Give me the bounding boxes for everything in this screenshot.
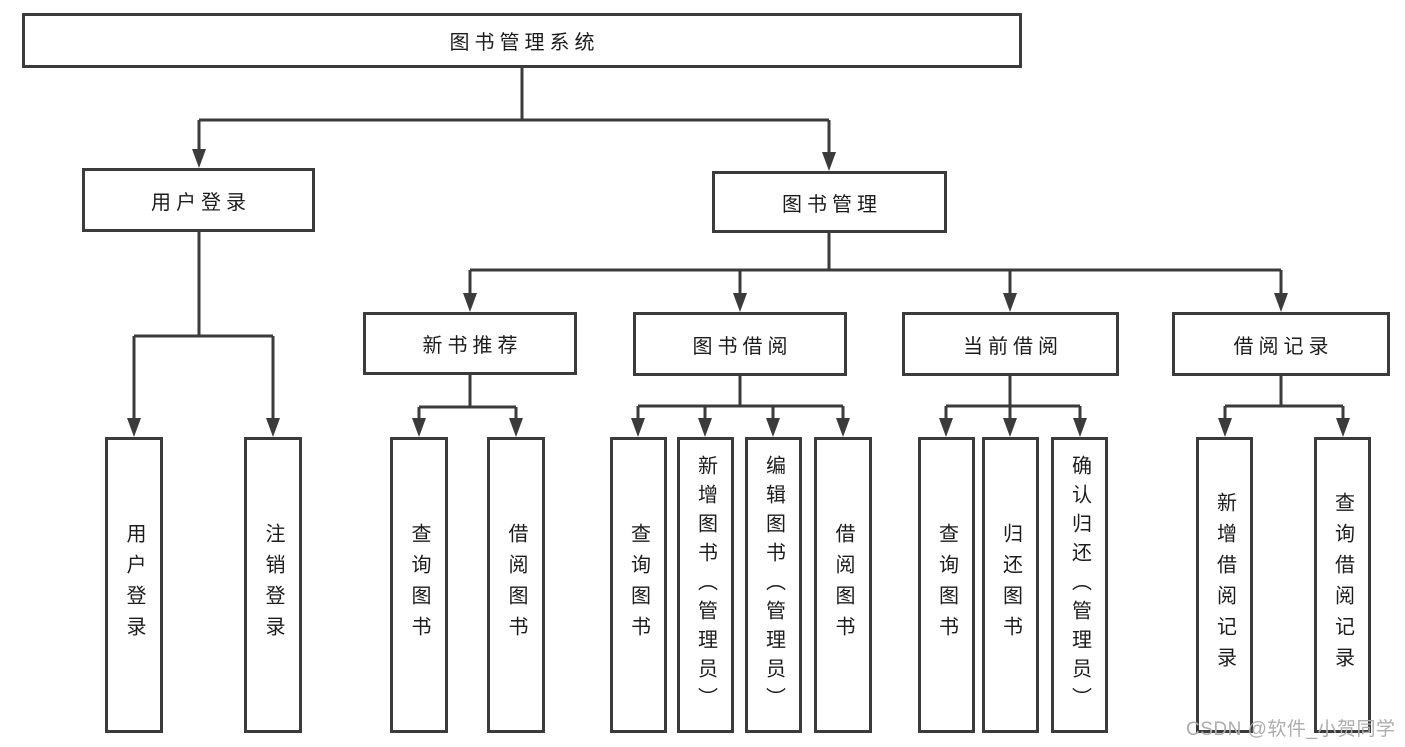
connector-borrow-records-children xyxy=(1218,376,1350,437)
node-new-book-recommend: 新书推荐 xyxy=(363,312,577,375)
node-book-management: 图书管理 xyxy=(712,171,947,233)
node-book-borrow: 图书借阅 xyxy=(633,312,847,376)
csdn-watermark: CSDN @软件_小贺同学 xyxy=(1186,719,1396,740)
node-edit-book-admin: 编辑图书（管理员） xyxy=(745,437,802,733)
node-borrow-records: 借阅记录 xyxy=(1172,312,1390,376)
node-add-book-admin: 新增图书（管理员） xyxy=(677,437,734,733)
connector-user-login-children xyxy=(127,232,280,437)
connector-current-borrow-children xyxy=(939,376,1087,437)
connector-book-management-to-level3 xyxy=(463,233,1288,312)
node-borrow-book-recommend: 借阅图书 xyxy=(487,437,545,733)
node-return-book: 归还图书 xyxy=(982,437,1039,733)
connector-new-book-children xyxy=(412,375,523,437)
node-add-borrow-record: 新增借阅记录 xyxy=(1196,437,1253,733)
node-query-borrow-record: 查询借阅记录 xyxy=(1314,437,1371,733)
node-user-login: 用户登录 xyxy=(82,168,315,232)
node-query-books-recommend: 查询图书 xyxy=(390,437,448,733)
node-user-login-leaf: 用户登录 xyxy=(105,437,163,733)
node-confirm-return-admin: 确认归还（管理员） xyxy=(1051,437,1108,733)
node-query-books-current: 查询图书 xyxy=(918,437,975,733)
connector-root-to-level2 xyxy=(192,68,836,171)
node-query-books-borrow: 查询图书 xyxy=(610,437,667,733)
node-current-borrow: 当前借阅 xyxy=(902,312,1119,376)
node-logout: 注销登录 xyxy=(244,437,302,733)
node-library-system: 图书管理系统 xyxy=(22,13,1022,68)
connector-book-borrow-children xyxy=(631,376,850,437)
node-borrow-book: 借阅图书 xyxy=(814,437,872,733)
